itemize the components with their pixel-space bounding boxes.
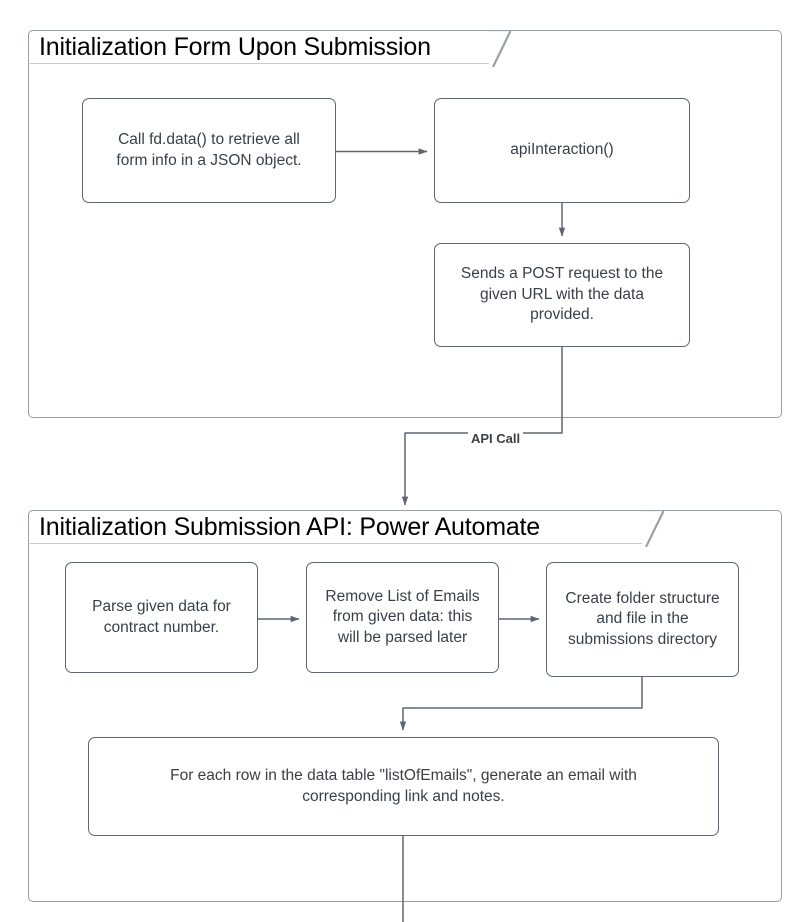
node-text-line: corresponding link and notes. — [302, 787, 505, 805]
node-text-line: contract number. — [103, 618, 220, 636]
node-text-line: Remove List of Emails — [325, 587, 480, 605]
swimlane-title-form-submission: Initialization Form Upon Submission — [28, 29, 511, 67]
node-remove-emails-label: Remove List of Emails from given data: t… — [325, 587, 479, 648]
node-call-fd-data[interactable]: Call fd.data() to retrieve all form info… — [82, 98, 336, 203]
swimlane-form-submission[interactable] — [28, 30, 782, 418]
node-text-line: will be parsed later — [337, 628, 468, 646]
node-api-interaction-label: apiInteraction() — [510, 140, 613, 160]
node-text-line: provided. — [530, 306, 594, 324]
node-generate-emails[interactable]: For each row in the data table "listOfEm… — [88, 737, 719, 836]
node-create-folder[interactable]: Create folder structure and file in the … — [546, 562, 739, 677]
swimlane-title-power-automate: Initialization Submission API: Power Aut… — [28, 509, 664, 547]
swimlane-title-form-submission-label: Initialization Form Upon Submission — [39, 32, 431, 61]
node-post-request[interactable]: Sends a POST request to the given URL wi… — [434, 243, 690, 347]
node-parse-contract-label: Parse given data for contract number. — [92, 597, 231, 638]
node-text-line: For each row in the data table "listOfEm… — [170, 767, 637, 785]
node-generate-emails-label: For each row in the data table "listOfEm… — [170, 766, 637, 807]
node-call-fd-data-label: Call fd.data() to retrieve all form info… — [116, 130, 301, 171]
node-text-line: from given data: this — [332, 608, 473, 626]
node-text-line: Create folder structure — [565, 589, 720, 607]
node-remove-emails[interactable]: Remove List of Emails from given data: t… — [306, 562, 499, 673]
node-create-folder-label: Create folder structure and file in the … — [565, 589, 719, 650]
node-text-line: Parse given data for — [92, 598, 231, 616]
node-text-line: apiInteraction() — [510, 141, 614, 159]
node-text-line: and file in the — [596, 610, 689, 628]
swimlane-title-power-automate-label: Initialization Submission API: Power Aut… — [39, 512, 540, 541]
node-text-line: given URL with the data — [479, 285, 644, 303]
node-text-line: Sends a POST request to the — [460, 265, 664, 283]
node-post-request-label: Sends a POST request to the given URL wi… — [461, 264, 663, 325]
node-api-interaction[interactable]: apiInteraction() — [434, 98, 690, 203]
node-text-line: submissions directory — [567, 630, 718, 648]
node-text-line: Call fd.data() to retrieve all — [118, 131, 300, 149]
edge-label-api-call: API Call — [468, 431, 524, 446]
node-text-line: form info in a JSON object. — [116, 151, 302, 169]
node-parse-contract[interactable]: Parse given data for contract number. — [65, 562, 258, 673]
